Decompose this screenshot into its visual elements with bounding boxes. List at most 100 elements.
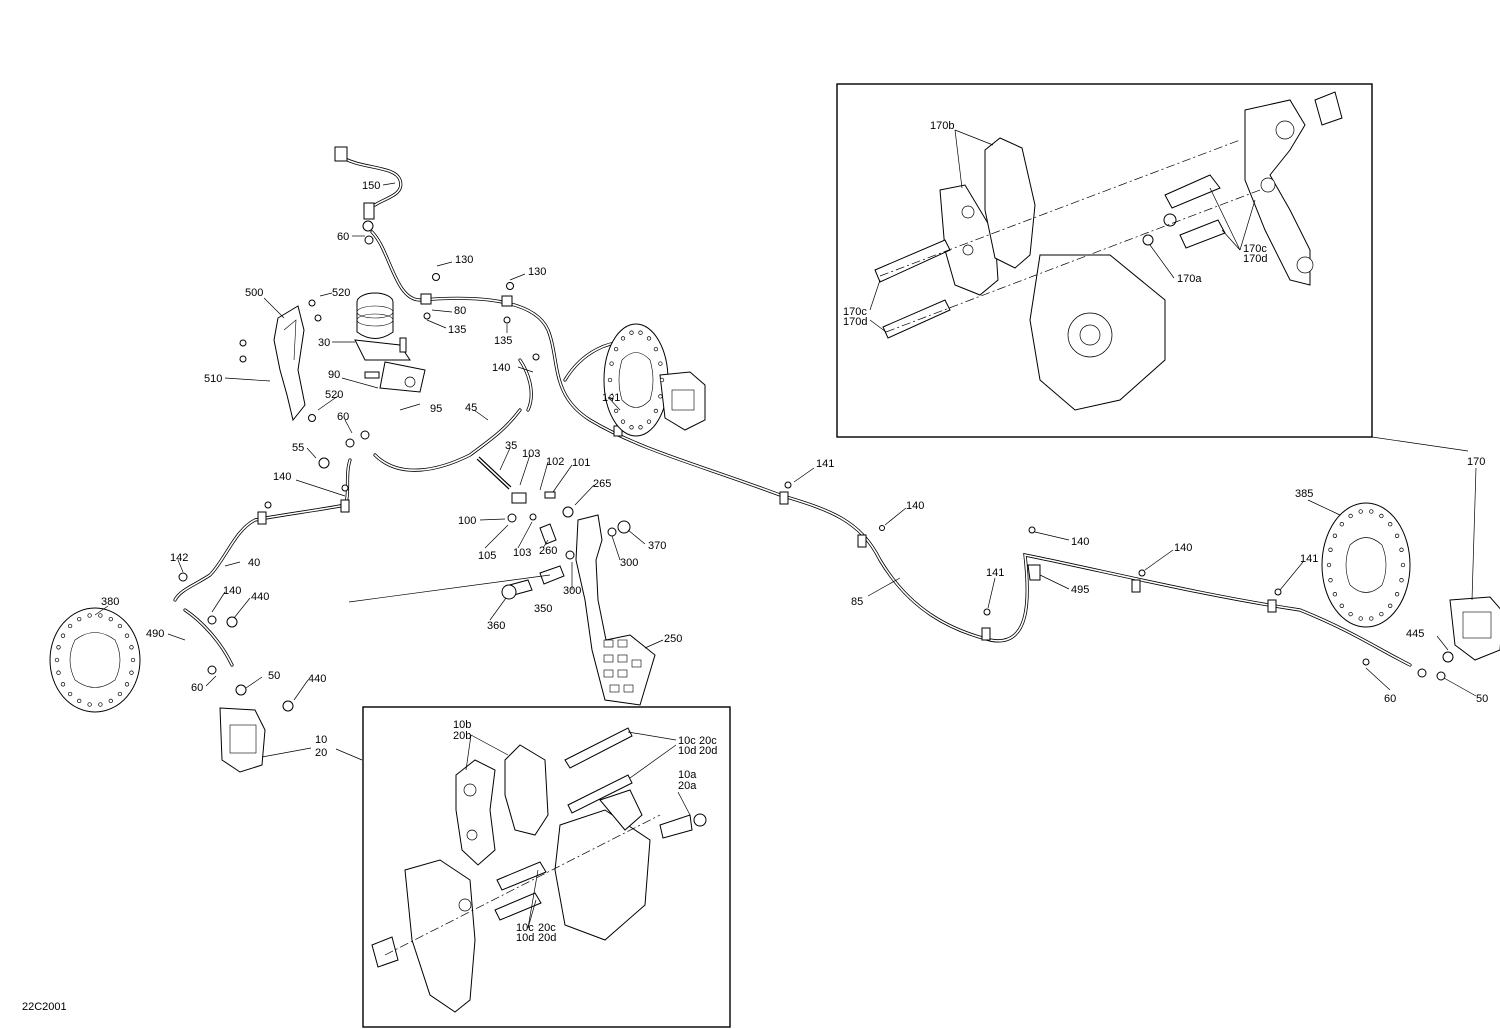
disc-hole	[1394, 533, 1400, 538]
disc-hole	[629, 330, 634, 335]
disc-hole	[1379, 513, 1384, 519]
callout-60: 60	[337, 231, 349, 243]
disc-hole	[1394, 592, 1400, 597]
disc-hole	[124, 682, 130, 687]
callout-250: 250	[664, 633, 682, 645]
brake-caliper-icon	[659, 371, 706, 431]
disc-hole	[1326, 562, 1332, 568]
disc-hole-ring	[607, 330, 665, 430]
callout-140: 140	[492, 362, 510, 374]
disc-hole	[1328, 578, 1333, 583]
disc-hole	[609, 361, 614, 366]
disc-hole	[609, 394, 614, 399]
disc-hole	[613, 408, 619, 414]
disc-hole	[77, 698, 82, 704]
callout-103: 103	[513, 547, 531, 559]
callout-140: 140	[223, 585, 241, 597]
callout-520: 520	[325, 389, 343, 401]
callout-140: 140	[273, 471, 291, 483]
callout-20b: 20b	[453, 730, 471, 742]
callout-20: 20	[315, 747, 327, 759]
brake-disc-icon	[49, 607, 141, 713]
callout-170c: 170c	[1243, 243, 1267, 255]
callout-10d: 10d	[516, 932, 534, 944]
disc-hole	[1332, 533, 1338, 538]
disc-hole	[653, 346, 659, 352]
callout-260: 260	[539, 545, 557, 557]
callout-10b: 10b	[453, 719, 471, 731]
disc-hole	[129, 645, 134, 650]
shield-500	[273, 305, 306, 422]
disc-hole	[1339, 603, 1344, 608]
brake-disc-icon	[1321, 502, 1411, 628]
callout-130: 130	[528, 266, 546, 278]
callout-140: 140	[906, 500, 924, 512]
disc-hole	[620, 419, 626, 424]
disc-hole	[56, 645, 61, 650]
callout-55: 55	[292, 442, 304, 454]
hose-clips	[257, 293, 1277, 641]
disc-hole	[117, 691, 123, 697]
callout-45: 45	[465, 402, 477, 414]
callout-370: 370	[648, 540, 666, 552]
callout-520: 520	[332, 287, 350, 299]
callout-385: 385	[1295, 488, 1313, 500]
disc-hole	[54, 657, 60, 663]
disc-hole-ring	[54, 613, 136, 707]
disc-hole	[1388, 603, 1393, 608]
callout-495: 495	[1071, 584, 1089, 596]
callout-440: 440	[308, 673, 326, 685]
callout-85: 85	[851, 596, 863, 608]
disc-hole	[638, 425, 643, 430]
disc-hole	[1399, 547, 1404, 552]
callout-101: 101	[572, 457, 590, 469]
rear-caliper-detail-box	[836, 83, 1373, 438]
callout-labels: 150 60 130 130 80 135 135 500 520 30 510…	[101, 120, 1488, 944]
callout-102: 102	[546, 456, 564, 468]
disc-hole-ring	[1326, 509, 1406, 621]
disc-hole	[87, 702, 92, 707]
pushrod	[476, 456, 631, 600]
disc-hole	[1332, 592, 1338, 597]
disc-hole	[67, 691, 73, 697]
callout-490: 490	[146, 628, 164, 640]
callout-170: 170	[1467, 456, 1485, 468]
front-caliper-detail-box	[362, 706, 731, 1028]
callout-350: 350	[534, 603, 552, 615]
disc-hole	[77, 616, 82, 622]
callout-142: 142	[170, 552, 188, 564]
disc-hole	[1328, 547, 1333, 552]
brake-disc-icon	[603, 323, 669, 437]
callout-130: 130	[455, 254, 473, 266]
disc-hole	[1339, 522, 1344, 527]
callout-100: 100	[458, 515, 476, 527]
disc-hole	[60, 682, 66, 687]
disc-hole	[108, 698, 113, 704]
callout-141: 141	[986, 567, 1004, 579]
disc-hole	[607, 377, 613, 383]
callout-510: 510	[204, 373, 222, 385]
disc-hole	[1379, 611, 1384, 617]
callout-150: 150	[362, 180, 380, 192]
disc-hole	[129, 670, 134, 675]
master-cylinder-icon	[354, 292, 426, 393]
callout-140: 140	[1071, 536, 1089, 548]
callout-60: 60	[191, 682, 203, 694]
callout-40: 40	[248, 557, 260, 569]
callout-170b: 170b	[930, 120, 954, 132]
callout-380: 380	[101, 596, 119, 608]
disc-hole	[1369, 509, 1374, 514]
disc-hole	[108, 616, 113, 622]
front-caliper-detail	[371, 727, 707, 1013]
callout-170c: 170c	[843, 306, 867, 318]
callout-440: 440	[251, 591, 269, 603]
callout-95: 95	[430, 403, 442, 415]
disc-hole	[658, 361, 663, 366]
callout-300: 300	[563, 585, 581, 597]
callout-141: 141	[1300, 553, 1318, 565]
disc-hole	[653, 408, 659, 414]
disc-hole	[98, 702, 103, 707]
disc-hole	[1400, 562, 1406, 568]
disc-hole	[659, 377, 665, 383]
